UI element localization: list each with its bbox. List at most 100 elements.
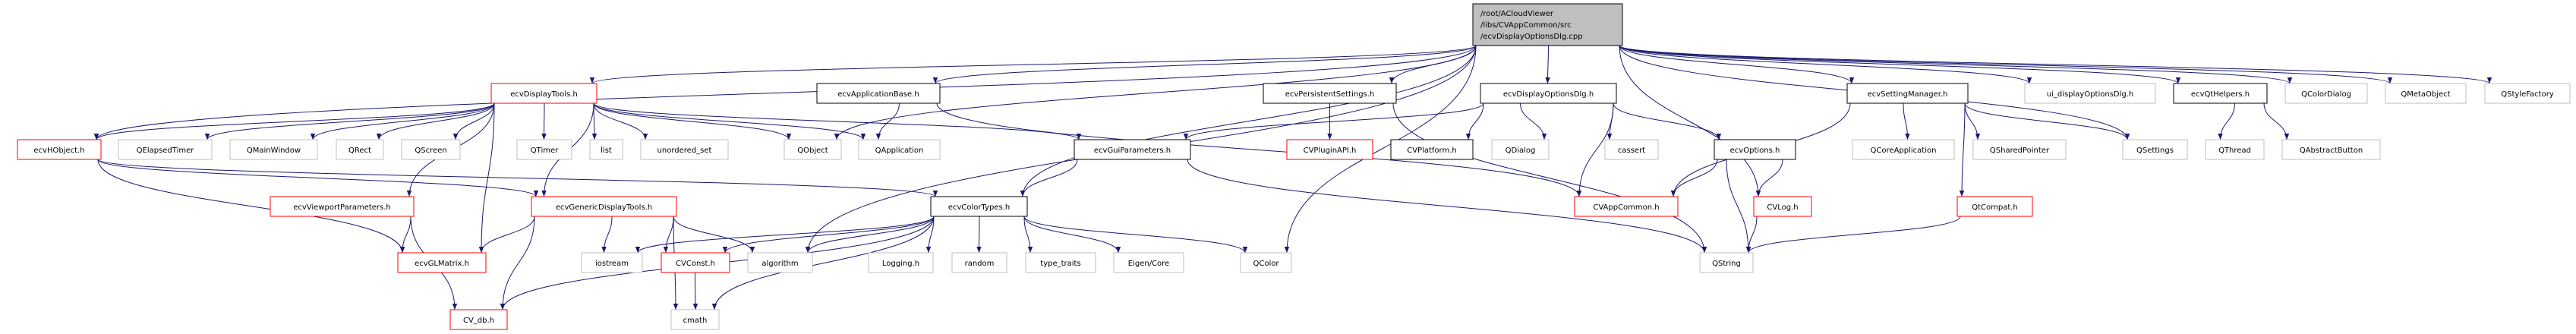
edge-ecvSettingManager-to-QtCompat <box>1959 102 1966 197</box>
node-QRect: QRect <box>336 139 384 160</box>
edge-ecvGenericDisplayTools-to-CV_db <box>500 216 535 310</box>
edge-root-to-QColorDialog <box>1619 45 2292 84</box>
node-box <box>581 252 643 273</box>
edge-ecvViewportParameters-to-ecvGLMatrix <box>399 216 411 254</box>
node-label: QString <box>1712 260 1741 268</box>
node-ecvQtHelpers[interactable]: ecvQtHelpers.h <box>2173 83 2268 104</box>
node-QSettings: QSettings <box>2122 139 2188 160</box>
node-CV_db[interactable]: CV_db.h <box>449 309 508 330</box>
node-CVPluginAPI[interactable]: CVPluginAPI.h <box>1286 139 1373 160</box>
node-cmath: cmath <box>670 309 720 330</box>
node-box <box>816 83 941 104</box>
edge-ecvGuiParameters-to-QString <box>1187 159 1707 254</box>
node-ui_displayOptionsDlg: ui_displayOptionsDlg.h <box>2024 83 2156 104</box>
node-ecvSettingManager[interactable]: ecvSettingManager.h <box>1846 83 1969 104</box>
node-box <box>1025 252 1096 273</box>
node-QColor: QColor <box>1240 252 1292 273</box>
node-box <box>1390 139 1474 160</box>
node-ecvColorTypes[interactable]: ecvColorTypes.h <box>930 196 1028 217</box>
edge-ecvDisplayOptionsDlgH-to-cassert <box>1606 102 1614 140</box>
edge-ecvDisplayTools-to-QObject <box>593 102 792 140</box>
node-box <box>2284 83 2368 104</box>
node-QMetaObject: QMetaObject <box>2385 83 2467 104</box>
node-box <box>1972 139 2067 160</box>
edge-ecvDisplayTools-to-ecvGuiParameters <box>593 102 1081 140</box>
edge-ecvOptions-to-QString <box>1726 159 1751 254</box>
node-box <box>118 139 213 160</box>
node-ecvGLMatrix[interactable]: ecvGLMatrix.h <box>397 252 487 273</box>
edge-ecvPersistentSettings-to-QString <box>1392 102 1707 254</box>
node-QScreen: QScreen <box>401 139 461 160</box>
node-type_traits: type_traits <box>1025 252 1096 273</box>
node-box <box>1113 252 1184 273</box>
node-QSharedPointer: QSharedPointer <box>1972 139 2067 160</box>
node-box <box>2205 139 2265 160</box>
node-ecvApplicationBase[interactable]: ecvApplicationBase.h <box>816 83 941 104</box>
node-box <box>661 252 730 273</box>
node-box <box>951 252 1007 273</box>
node-CVLog[interactable]: CVLog.h <box>1753 196 1812 217</box>
node-box <box>747 252 813 273</box>
node-ecvPersistentSettings[interactable]: ecvPersistentSettings.h <box>1263 83 1397 104</box>
edge-ecvQtHelpers-to-QAbstractButton <box>2263 102 2290 140</box>
node-QString: QString <box>1699 252 1754 273</box>
node-CVConst[interactable]: CVConst.h <box>661 252 730 273</box>
node-label: QElapsedTimer <box>137 147 195 155</box>
edge-ecvDisplayTools-to-QTimer <box>541 102 547 140</box>
node-box <box>1753 196 1812 217</box>
node-CVPlatform[interactable]: CVPlatform.h <box>1390 139 1474 160</box>
node-ecvDisplayTools[interactable]: ecvDisplayTools.h <box>490 83 597 104</box>
node-label: CV_db.h <box>463 317 494 325</box>
node-QtCompat[interactable]: QtCompat.h <box>1956 196 2033 217</box>
edge-ecvOptions-to-CVLog <box>1755 159 1783 197</box>
node-ecvHObject[interactable]: ecvHObject.h <box>17 139 102 160</box>
node-CVAppCommon[interactable]: CVAppCommon.h <box>1574 196 1679 217</box>
edge-root-to-ecvQtHelpers <box>1619 45 2180 84</box>
edge-root-to-ui_displayOptionsDlg <box>1619 45 2032 84</box>
node-label: cmath <box>683 317 708 325</box>
node-box <box>930 196 1028 217</box>
node-label: QMetaObject <box>2401 90 2450 99</box>
node-QColorDialog: QColorDialog <box>2284 83 2368 104</box>
node-label: ecvSettingManager.h <box>1868 90 1948 99</box>
node-box <box>2122 139 2188 160</box>
node-box <box>2173 83 2268 104</box>
edge-root-to-QMetaObject <box>1619 45 2392 84</box>
node-box <box>229 139 318 160</box>
edge-ecvColorTypes-to-algorithm <box>805 216 935 254</box>
node-box <box>640 139 729 160</box>
edge-root-to-QColor <box>1284 45 1477 254</box>
node-label: QRect <box>348 147 371 155</box>
edge-ecvGenericDisplayTools-to-ecvGLMatrix <box>478 216 535 254</box>
edge-ecvColorTypes-to-random <box>976 216 982 254</box>
node-ecvDisplayOptionsDlgH[interactable]: ecvDisplayOptionsDlg.h <box>1480 83 1617 104</box>
node-QThread: QThread <box>2205 139 2265 160</box>
node-label: QThread <box>2218 147 2251 155</box>
node-QDialog: QDialog <box>1491 139 1550 160</box>
node-iostream: iostream <box>581 252 643 273</box>
node-box <box>2484 83 2571 104</box>
edge-ecvQtHelpers-to-QThread <box>2218 102 2235 140</box>
node-QTimer: QTimer <box>516 139 572 160</box>
node-ecvOptions[interactable]: ecvOptions.h <box>1714 139 1796 160</box>
edge-ecvGenericDisplayTools-to-iostream <box>601 216 613 254</box>
node-label: Logging.h <box>882 260 919 268</box>
node-ecvGenericDisplayTools[interactable]: ecvGenericDisplayTools.h <box>531 196 677 217</box>
node-box <box>397 252 487 273</box>
node-label: /ecvDisplayOptionsDlg.cpp <box>1480 33 1583 41</box>
node-box <box>670 309 720 330</box>
node-ecvGuiParameters[interactable]: ecvGuiParameters.h <box>1074 139 1191 160</box>
node-label: QColorDialog <box>2301 90 2351 99</box>
node-label: /root/ACloudViewer <box>1480 10 1554 18</box>
node-box <box>449 309 508 330</box>
edge-ecvGenericDisplayTools-to-CVConst <box>663 216 674 254</box>
node-label: ecvOptions.h <box>1730 147 1780 155</box>
node-box <box>2281 139 2381 160</box>
node-label: cassert <box>1618 147 1645 155</box>
node-box <box>1263 83 1397 104</box>
node-box <box>401 139 461 160</box>
edge-root-to-ecvHObject <box>94 45 1477 140</box>
node-QStyleFactory: QStyleFactory <box>2484 83 2571 104</box>
node-root[interactable]: /root/ACloudViewer/libs/CVAppCommon/src/… <box>1472 3 1623 46</box>
node-ecvViewportParameters[interactable]: ecvViewportParameters.h <box>270 196 415 217</box>
